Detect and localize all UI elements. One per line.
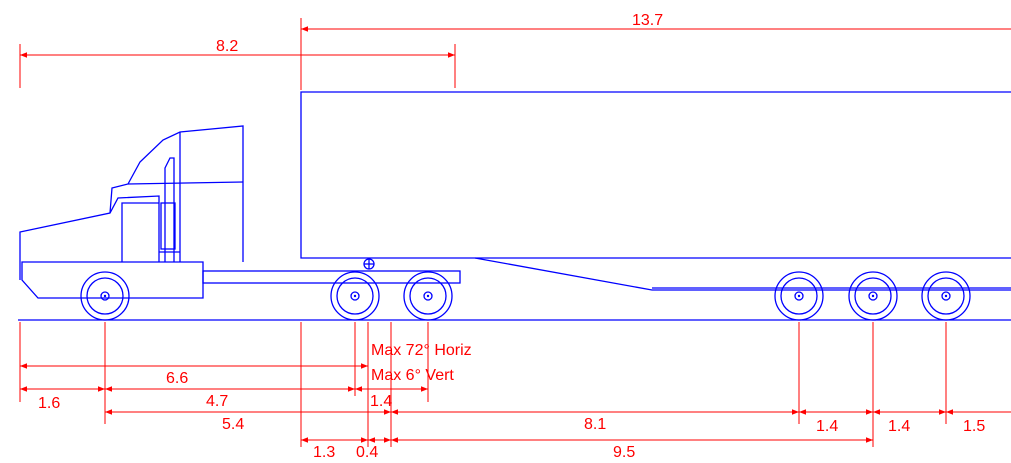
- trailer-wheel-1: [774, 271, 824, 321]
- dim-trailer-span-b: 9.5: [613, 444, 635, 461]
- tractor-lower-body: [21, 261, 204, 299]
- steer-wheel: [80, 271, 130, 321]
- dim-front-to-kingpin: 6.6: [166, 370, 188, 387]
- exhaust-stack: [164, 157, 175, 262]
- dim-trailer-span-a: 8.1: [584, 416, 606, 433]
- dim-kingpin-setback: 1.3: [313, 444, 335, 461]
- dim-overall-tractor: 8.2: [216, 38, 238, 55]
- dim-tractor-tandem: 1.4: [370, 393, 392, 410]
- vehicle-outline: [18, 91, 1011, 321]
- dim-front-overhang: 1.6: [38, 395, 60, 412]
- dim-kingpin-offset: 0.4: [356, 444, 378, 461]
- note-horizontal-articulation: Max 72° Horiz: [371, 342, 472, 359]
- trailer-wheel-2: [848, 271, 898, 321]
- dim-trailer-axle-gap-2: 1.4: [888, 418, 910, 435]
- trailer-wheel-3: [921, 271, 971, 321]
- dimension-lines: 13.7 8.2 6.6 1.6 4.7 1.4 5.4: [19, 12, 1011, 461]
- note-vertical-articulation: Max 6° Vert: [371, 367, 454, 384]
- dim-steer-to-rear-tandem: 5.4: [222, 416, 244, 433]
- tractor-hood: [19, 195, 160, 262]
- wheels: [80, 271, 971, 321]
- trailer-box: [300, 91, 1011, 259]
- dim-trailer-axle-gap-1: 1.4: [816, 418, 838, 435]
- drive-wheel-2: [403, 271, 453, 321]
- tractor-cab: [109, 125, 244, 262]
- trailer-underbody: [474, 257, 1011, 291]
- dim-trailer-length: 13.7: [632, 12, 663, 29]
- drive-wheel-1: [330, 271, 380, 321]
- dim-tractor-wheelbase: 4.7: [206, 393, 228, 410]
- dim-rear-overhang: 1.5: [963, 418, 985, 435]
